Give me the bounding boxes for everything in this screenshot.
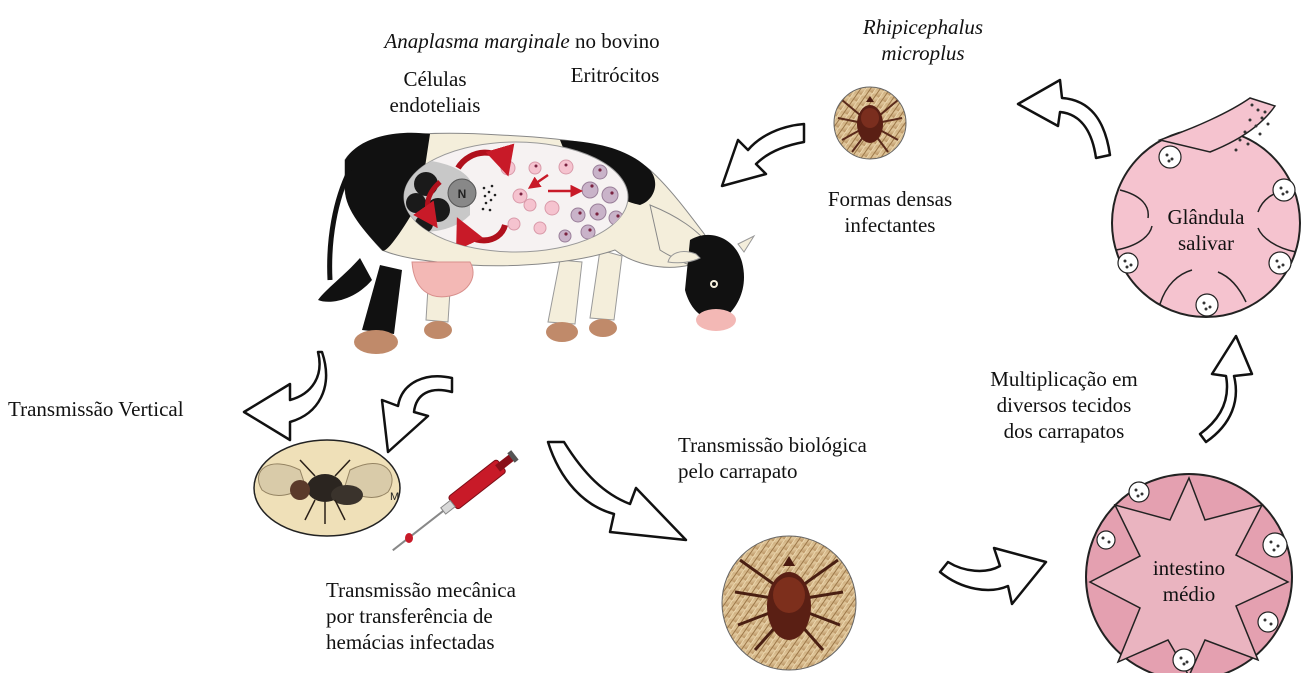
fly-mark: M xyxy=(390,491,399,503)
arrow-tick-to-cow xyxy=(722,124,804,186)
cow-caption-species: Anaplasma marginale xyxy=(382,29,569,53)
cow-illustration: N xyxy=(318,133,754,354)
label-salivary-gland: Glândula salivar xyxy=(1146,204,1266,256)
cow-muzzle xyxy=(696,309,736,331)
label-endothelial-cells: Células endoteliais xyxy=(365,66,505,118)
label-erythrocytes: Eritrócitos xyxy=(545,62,685,88)
endothelial-line-2: endoteliais xyxy=(365,92,505,118)
cow-head xyxy=(685,235,744,320)
label-biological-transmission: Transmissão biológica pelo carrapato xyxy=(678,432,867,484)
cow-udder xyxy=(412,262,473,297)
label-multiplication: Multiplicação em diversos tecidos dos ca… xyxy=(964,366,1164,444)
cow-caption: Anaplasma marginale no bovino xyxy=(382,29,659,53)
arrow-midgut-to-gland xyxy=(1200,336,1252,442)
cow-leg-back-right xyxy=(590,250,622,320)
nucleus-label: N xyxy=(458,187,467,201)
cow-hoof xyxy=(424,321,452,339)
arrow-cow-to-tick xyxy=(548,442,686,540)
label-mechanical-transmission: Transmissão mecânica por transferência d… xyxy=(326,577,516,655)
arrow-gland-to-tick xyxy=(1018,80,1110,158)
endothelial-line-1: Células xyxy=(365,66,505,92)
label-vertical-transmission: Transmissão Vertical xyxy=(8,396,184,422)
cow-black-patch xyxy=(318,258,372,302)
cow-hoof xyxy=(589,319,617,337)
tick-photo-large xyxy=(722,536,856,670)
tick-genus: Rhipicephalus xyxy=(828,14,1018,40)
syringe-illustration xyxy=(388,449,520,557)
fly-photo: M xyxy=(254,440,400,536)
cow-caption-rest: no bovino xyxy=(570,29,660,53)
cow-horn xyxy=(738,236,754,252)
arrow-tick-to-midgut xyxy=(940,548,1046,604)
cow-hoof xyxy=(546,322,578,342)
cow-hoof xyxy=(354,330,398,354)
tick-species: microplus xyxy=(828,40,1018,66)
tick-photo-small xyxy=(834,87,906,159)
endothelial-inclusion xyxy=(406,193,426,213)
label-midgut: intestino médio xyxy=(1134,555,1244,607)
arrow-cow-to-vertical xyxy=(244,352,326,440)
label-dense-forms: Formas densas infectantes xyxy=(810,186,970,238)
label-tick-species: Rhipicephalus microplus xyxy=(828,14,1018,66)
cow-leg-back-left xyxy=(548,260,582,324)
blood-drop xyxy=(405,533,413,543)
arrow-cow-to-fly xyxy=(382,376,452,452)
